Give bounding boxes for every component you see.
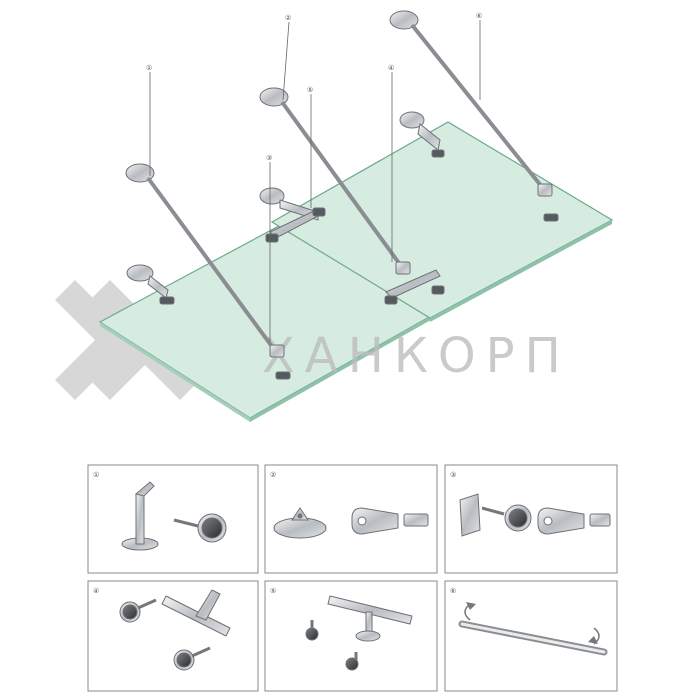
canopy-hardware: [125, 10, 559, 380]
parts-panel-4-label: ④: [93, 587, 99, 595]
parts-panel-1-label: ①: [93, 471, 99, 479]
callout-2: ②: [285, 14, 291, 22]
callout-1: ①: [146, 64, 152, 72]
parts-panel-2-label: ②: [270, 471, 276, 479]
callouts: [149, 20, 481, 342]
parts-panel-6: ⑥: [444, 580, 618, 692]
parts-panel-5: ⑤: [264, 580, 438, 692]
parts-panel-1: ①: [87, 464, 259, 574]
callout-6: ⑥: [476, 12, 482, 20]
callout-3: ③: [266, 154, 272, 162]
parts-panel-4: ④: [87, 580, 259, 692]
parts-panel-3: ③: [444, 464, 618, 574]
parts-panel-3-label: ③: [450, 471, 456, 479]
parts-panel-2: ②: [264, 464, 438, 574]
watermark-text: ХАНКОРП: [262, 328, 571, 384]
callout-5-top: ⑤: [307, 86, 313, 94]
parts-panel-5-label: ⑤: [270, 587, 276, 595]
callout-4: ④: [388, 64, 394, 72]
parts-panel-6-label: ⑥: [450, 587, 456, 595]
